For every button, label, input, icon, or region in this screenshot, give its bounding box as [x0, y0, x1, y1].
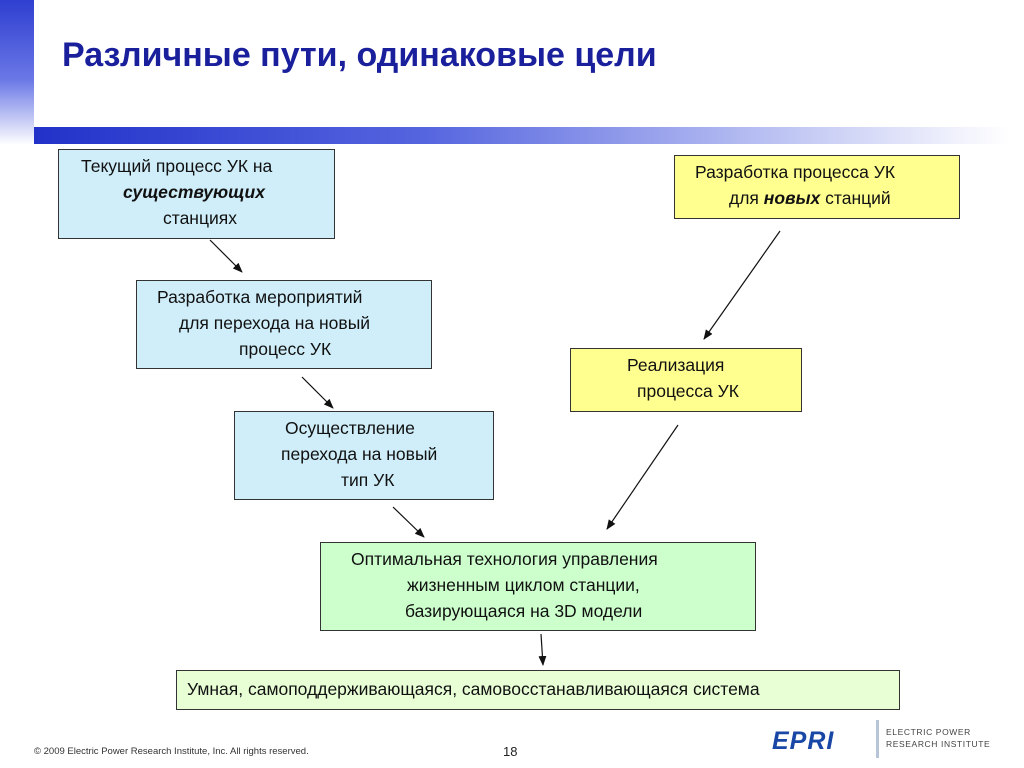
box-develop-new: Разработка процесса УК для новых станций [674, 155, 960, 219]
box-develop-line2-bold: новых [763, 188, 821, 208]
arrow-exec-to-optimal [392, 506, 425, 538]
logo-line1: ELECTRIC POWER [886, 727, 971, 737]
box-optimal-technology: Оптимальная технология управления жизнен… [320, 542, 756, 631]
box-implementation: Реализация процесса УК [570, 348, 802, 412]
box-current-process: Текущий процесс УК на существующих станц… [58, 149, 335, 239]
arrow-develop-to-impl [703, 230, 781, 340]
logo-separator [876, 720, 879, 758]
logo-subtitle: ELECTRIC POWER RESEARCH INSTITUTE [886, 726, 990, 750]
box-optimal-line3: базирующаяся на 3D модели [405, 601, 643, 621]
box-impl-line1: Реализация [627, 355, 725, 375]
arrow-optimal-to-smart [538, 633, 547, 666]
box-exec-line3: тип УК [341, 470, 395, 490]
page-number: 18 [503, 744, 518, 759]
box-exec-line1: Осуществление [285, 418, 415, 438]
box-exec-line2: перехода на новый [281, 444, 438, 464]
logo-line2: RESEARCH INSTITUTE [886, 739, 991, 749]
box-develop-line2-pre: для [729, 188, 764, 208]
box-transition-plan: Разработка мероприятий для перехода на н… [136, 280, 432, 369]
arrow-current-to-plan [209, 239, 243, 273]
box-transition-exec: Осуществление перехода на новый тип УК [234, 411, 494, 500]
title-underline [34, 127, 1009, 144]
box-optimal-line2: жизненным циклом станции, [407, 575, 640, 595]
box-optimal-line1: Оптимальная технология управления [351, 549, 658, 569]
copyright-notice: © 2009 Electric Power Research Institute… [34, 746, 309, 757]
box-plan-line1: Разработка мероприятий [157, 287, 363, 307]
left-accent-strip [0, 0, 34, 145]
arrow-impl-to-optimal [606, 424, 679, 530]
box-current-line1: Текущий процесс УК на [81, 156, 273, 176]
arrow-plan-to-exec [301, 376, 334, 409]
slide-title: Различные пути, одинаковые цели [62, 36, 657, 74]
box-develop-line1: Разработка процесса УК [695, 162, 896, 182]
box-smart-system: Умная, самоподдерживающаяся, самовосстан… [176, 670, 900, 710]
epri-logo: EPRI ELECTRIC POWER RESEARCH INSTITUTE [772, 720, 1002, 760]
box-impl-line2: процесса УК [637, 381, 739, 401]
box-smart-line: Умная, самоподдерживающаяся, самовосстан… [187, 679, 760, 699]
box-develop-line2: для новых станций [681, 185, 953, 211]
box-plan-line2: для перехода на новый [179, 313, 371, 333]
box-develop-line2-post: станций [820, 188, 891, 208]
box-current-line2: существующих [123, 182, 265, 202]
box-plan-line3: процесс УК [239, 339, 332, 359]
box-current-line3: станциях [163, 208, 237, 228]
epri-logo-mark: EPRI [772, 727, 835, 755]
